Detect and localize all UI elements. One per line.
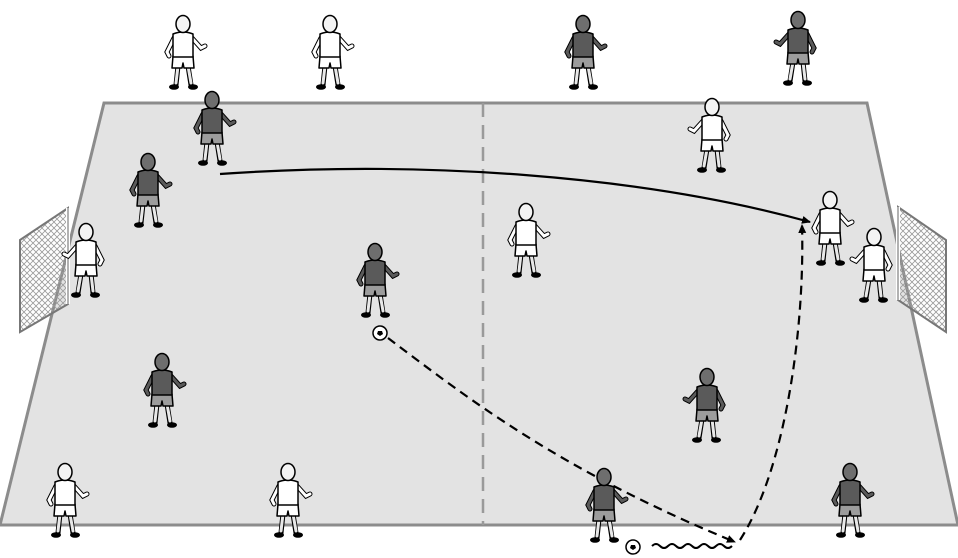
- player-dark-standing: [567, 16, 605, 90]
- player-dark-running: [776, 12, 814, 86]
- player-light-standing: [314, 16, 352, 90]
- dribble-line: [652, 544, 732, 548]
- ball: [626, 540, 640, 554]
- ball: [373, 326, 387, 340]
- player-light-standing: [167, 16, 205, 90]
